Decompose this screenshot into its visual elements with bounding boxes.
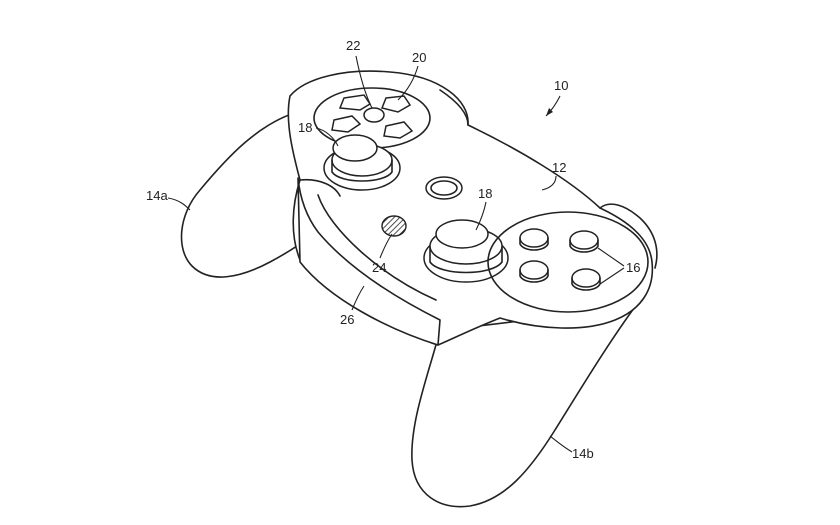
ref-dpad-center: 22 [346,38,360,53]
face-button-top-left[interactable] [519,228,549,251]
controller-housing [287,70,654,346]
dpad-up-button[interactable] [338,94,372,111]
ref-speaker: 24 [372,260,386,275]
face-buttons [519,228,601,291]
ref-housing: 12 [552,160,566,175]
ref-right-handle: 14b [572,446,594,461]
face-button-bottom-left[interactable] [519,260,549,283]
ref-controller: 10 [554,78,568,93]
leader-lines [167,55,625,453]
speaker-grille [381,215,407,237]
ref-dpad: 20 [412,50,426,65]
joystick-right[interactable] [423,219,509,283]
ref-left-handle: 14a [146,188,168,203]
ref-joystick-left: 18 [298,120,312,135]
ref-joystick-right: 18 [478,186,492,201]
face-button-bottom-right[interactable] [571,268,601,291]
ref-front-panel: 26 [340,312,354,327]
face-button-top-right[interactable] [569,230,599,253]
dpad-center [363,107,385,123]
dpad-left-button[interactable] [331,115,362,133]
face-button-recess [487,211,649,313]
joystick-left[interactable] [323,134,401,191]
front-panel [297,177,441,346]
dpad-down-button[interactable] [383,121,414,139]
ref-face-buttons: 16 [626,260,640,275]
dpad [331,94,414,139]
